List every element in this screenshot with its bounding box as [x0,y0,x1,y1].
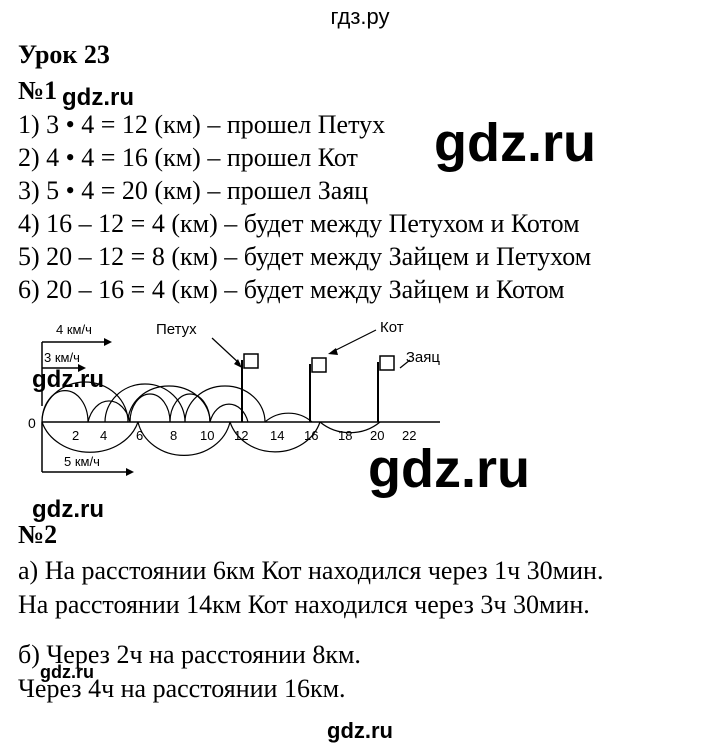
task1-line-1: 1) 3 • 4 = 12 (км) – прошел Петух [18,110,386,139]
watermark-4: gdz.ru [368,439,530,499]
task2-line-1: а) На расстоянии 6км Кот находился через… [18,556,604,585]
hare-pointer [399,359,411,369]
tick-14: 14 [270,428,284,443]
task1-line-2: 2) 4 • 4 = 16 (км) – прошел Кот [18,143,358,172]
hare-flag [379,355,395,371]
tick-8: 8 [170,428,177,443]
task2-line-2: На расстоянии 14км Кот находился через 3… [18,590,590,619]
hare-label: Заяц [406,349,441,366]
task1-label: №1 [18,76,58,105]
top-arrow-head [104,338,112,346]
site-footer: gdz.ru [327,718,393,743]
watermark-5: gdz.ru [32,496,104,523]
site-header: гдз.ру [330,4,390,29]
tick-16: 16 [304,428,318,443]
cat-pointer [331,329,377,353]
tick-10: 10 [200,428,214,443]
origin-label: 0 [28,415,36,431]
watermark-1: gdz.ru [62,84,134,111]
cat-label: Кот [380,319,404,336]
rooster-flag [243,353,259,369]
tick-4: 4 [100,428,107,443]
cat-flag [311,357,327,373]
tick-2: 2 [72,428,79,443]
speed-top-label: 4 км/ч [56,322,92,337]
rooster-label: Петух [156,321,197,338]
task1-line-5: 5) 20 – 12 = 8 (км) – будет между Зайцем… [18,242,592,271]
tick-12: 12 [234,428,248,443]
speed-mid-label: 3 км/ч [44,350,80,365]
speed-bottom-label: 5 км/ч [64,454,100,469]
task2-label: №2 [18,520,58,549]
watermark-2: gdz.ru [434,113,596,173]
tick-20: 20 [370,428,384,443]
task2-line-4: Через 4ч на расстоянии 16км. [18,674,346,703]
tick-22: 22 [402,428,416,443]
bottom-arrow-head [126,468,134,476]
watermark-3: gdz.ru [32,366,104,393]
tick-18: 18 [338,428,352,443]
task1-line-3: 3) 5 • 4 = 20 (км) – прошел Заяц [18,176,369,205]
tick-6: 6 [136,428,143,443]
mid-arrow-head [78,364,86,372]
task1-line-4: 4) 16 – 12 = 4 (км) – будет между Петухо… [18,209,580,238]
task1-line-6: 6) 20 – 16 = 4 (км) – будет между Зайцем… [18,275,565,304]
rooster-pointer [211,337,241,365]
task2-line-3: б) Через 2ч на расстоянии 8км. [18,640,361,669]
lesson-title: Урок 23 [18,40,110,69]
watermark-6: gdz.ru [40,662,94,682]
number-line-diagram: 4 км/ч 3 км/ч 0 5 км/ч 2 4 6 8 10 12 14 … [28,319,441,476]
